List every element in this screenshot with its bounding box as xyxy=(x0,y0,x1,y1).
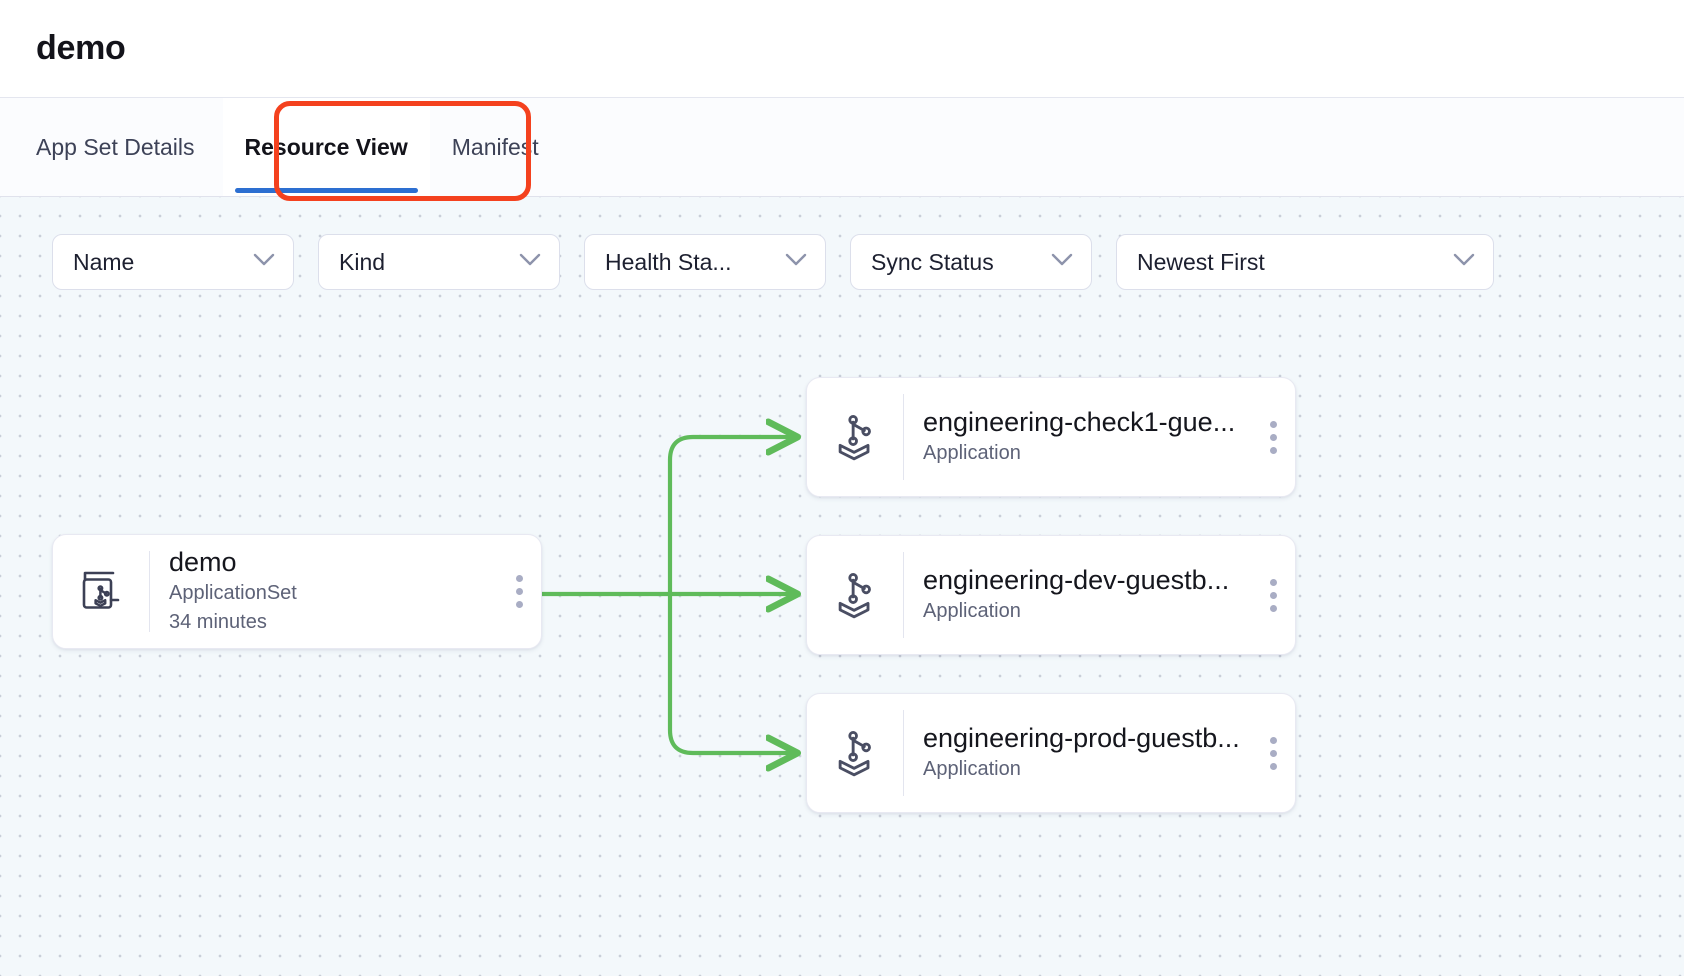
tab-bar: App Set Details Resource View Manifest xyxy=(0,98,1684,197)
node-content: engineering-prod-guestb... Application xyxy=(904,722,1251,784)
graph-node-application-1[interactable]: engineering-dev-guestb... Application xyxy=(806,535,1296,655)
application-icon xyxy=(807,411,903,463)
node-title: engineering-check1-gue... xyxy=(923,407,1236,438)
tab-resource-view[interactable]: Resource View xyxy=(222,98,430,197)
chevron-down-icon xyxy=(1453,253,1475,272)
filter-name-label: Name xyxy=(73,248,135,275)
node-divider xyxy=(903,552,904,638)
node-divider xyxy=(149,551,150,632)
filter-name-select[interactable]: Name xyxy=(52,234,294,290)
kebab-menu-icon[interactable] xyxy=(1251,378,1295,496)
node-age: 34 minutes xyxy=(169,610,267,633)
node-divider xyxy=(903,710,904,796)
filter-kind-select[interactable]: Kind xyxy=(318,234,560,290)
node-kind: ApplicationSet xyxy=(169,581,297,604)
filter-bar: Name Kind Health Sta... Sync Status xyxy=(52,234,1494,290)
graph-node-applicationset[interactable]: demo ApplicationSet 34 minutes xyxy=(52,534,542,649)
tab-bar-divider xyxy=(0,196,1684,197)
tab-manifest[interactable]: Manifest xyxy=(430,98,561,197)
chevron-down-icon xyxy=(519,253,541,272)
node-content: engineering-dev-guestb... Application xyxy=(904,564,1251,626)
graph-node-application-0[interactable]: engineering-check1-gue... Application xyxy=(806,377,1296,497)
kebab-menu-icon[interactable] xyxy=(1251,694,1295,812)
node-kind: Application xyxy=(923,757,1021,780)
node-title: engineering-prod-guestb... xyxy=(923,723,1240,754)
node-title: engineering-dev-guestb... xyxy=(923,565,1230,596)
filter-sort-order-label: Newest First xyxy=(1137,248,1265,275)
graph-node-application-2[interactable]: engineering-prod-guestb... Application xyxy=(806,693,1296,813)
filter-sync-status-select[interactable]: Sync Status xyxy=(850,234,1092,290)
chevron-down-icon xyxy=(785,253,807,272)
node-content: engineering-check1-gue... Application xyxy=(904,406,1251,468)
node-title: demo xyxy=(169,547,237,578)
chevron-down-icon xyxy=(253,253,275,272)
application-icon xyxy=(807,727,903,779)
filter-health-status-label: Health Sta... xyxy=(605,248,732,275)
node-content: demo ApplicationSet 34 minutes xyxy=(150,546,497,637)
filter-sort-order-select[interactable]: Newest First xyxy=(1116,234,1494,290)
application-icon xyxy=(807,569,903,621)
filter-health-status-select[interactable]: Health Sta... xyxy=(584,234,826,290)
page-header: demo xyxy=(0,0,1684,97)
kebab-menu-icon[interactable] xyxy=(1251,536,1295,654)
node-kind: Application xyxy=(923,441,1021,464)
applicationset-icon xyxy=(53,564,149,620)
chevron-down-icon xyxy=(1051,253,1073,272)
filter-kind-label: Kind xyxy=(339,248,386,275)
node-divider xyxy=(903,394,904,480)
page-title: demo xyxy=(36,29,126,67)
tab-app-set-details[interactable]: App Set Details xyxy=(36,98,223,197)
header-divider xyxy=(0,97,1684,98)
filter-sync-status-label: Sync Status xyxy=(871,248,994,275)
resource-graph-canvas[interactable]: Name Kind Health Sta... Sync Status xyxy=(0,197,1684,976)
kebab-menu-icon[interactable] xyxy=(497,535,541,648)
node-kind: Application xyxy=(923,599,1021,622)
